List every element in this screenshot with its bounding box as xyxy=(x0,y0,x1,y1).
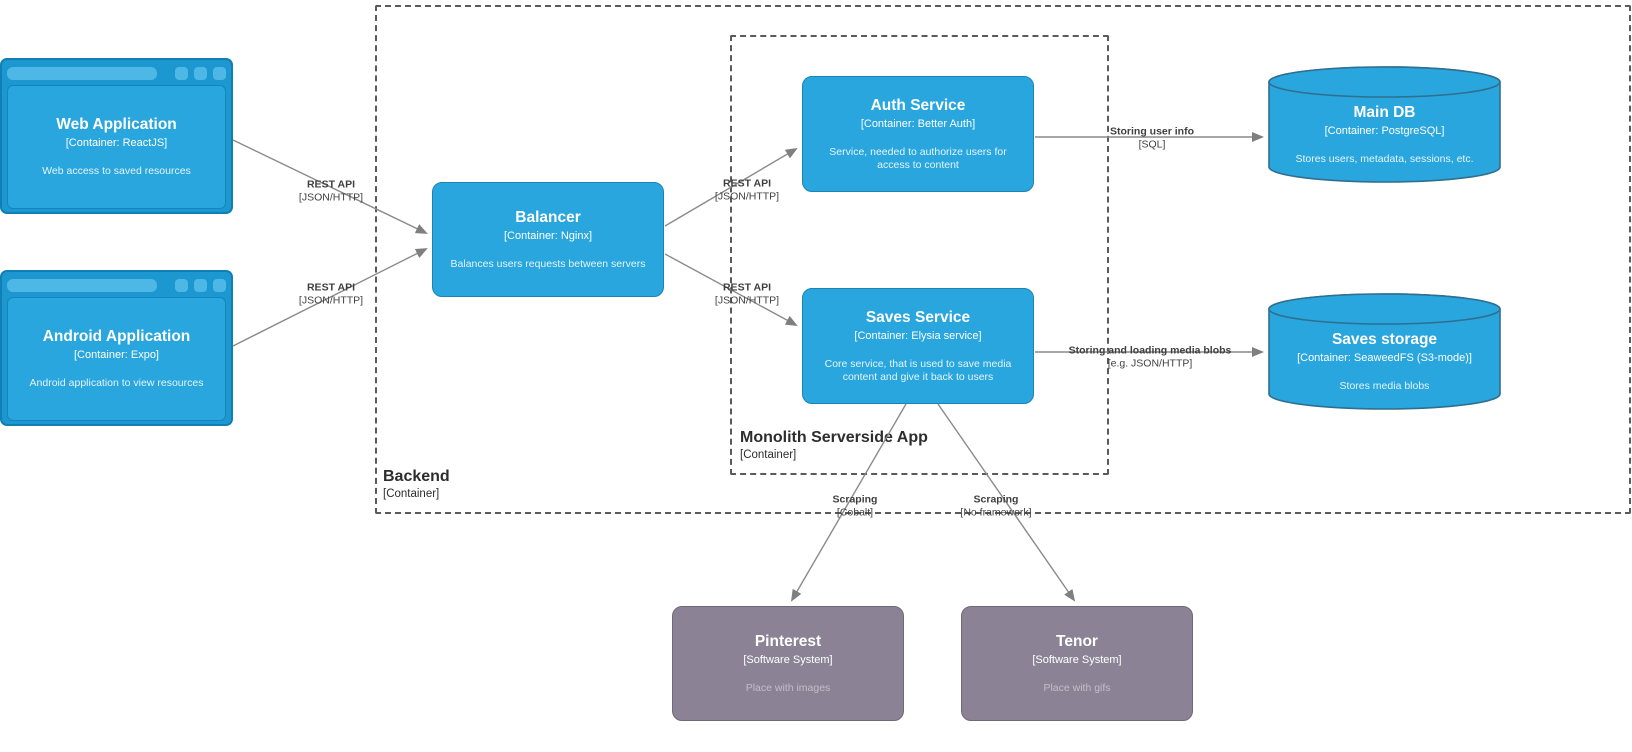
edge-tech: [JSON/HTTP] xyxy=(298,294,364,306)
edge-name: Scraping xyxy=(832,493,878,506)
edge-name: Storing and loading media blobs xyxy=(1068,344,1232,357)
browser-button-icon xyxy=(175,278,188,292)
node-tenor[interactable]: Tenor [Software System] Place with gifs xyxy=(961,606,1193,721)
group-backend-title: Backend xyxy=(383,468,450,485)
node-pinterest[interactable]: Pinterest [Software System] Place with i… xyxy=(672,606,904,721)
group-monolith-label: Monolith Serverside App [Container] xyxy=(740,429,928,461)
edge-name: Scraping xyxy=(973,493,1019,506)
node-description: Place with gifs xyxy=(1043,681,1111,694)
edge-name: Storing user info xyxy=(1110,125,1194,138)
group-monolith-title: Monolith Serverside App xyxy=(740,429,928,446)
edge-label-saves-to-pinterest: Scraping [Cobalt] xyxy=(833,494,878,519)
node-meta: [Container: ReactJS] xyxy=(65,137,168,149)
edge-label-android-to-balancer: REST API [JSON/HTTP] xyxy=(299,282,363,307)
node-title: Balancer xyxy=(515,208,581,226)
node-meta: [Container: PostgreSQL] xyxy=(1324,125,1445,137)
node-title: Web Application xyxy=(56,116,177,133)
edge-tech: [JSON/HTTP] xyxy=(714,294,780,306)
node-android-application[interactable]: Android Application [Container: Expo] An… xyxy=(0,270,233,426)
edge-label-saves-to-storage: Storing and loading media blobs [e.g. JS… xyxy=(1069,345,1232,370)
edge-name: REST API xyxy=(722,177,772,190)
group-monolith-meta: [Container] xyxy=(740,449,797,461)
node-title: Android Application xyxy=(42,328,191,345)
edge-label-auth-to-maindb: Storing user info [SQL] xyxy=(1110,126,1194,151)
node-description: Stores media blobs xyxy=(1339,380,1430,392)
node-description: Stores users, metadata, sessions, etc. xyxy=(1295,153,1474,165)
edge-tech: [e.g. JSON/HTTP] xyxy=(1107,357,1193,369)
node-description: Android application to view resources xyxy=(29,377,204,389)
node-meta: [Container: Nginx] xyxy=(503,229,593,242)
node-title: Tenor xyxy=(1056,632,1098,650)
node-description: Service, needed to authorize users for a… xyxy=(829,145,1007,171)
node-description: Balances users requests between servers xyxy=(450,257,646,270)
browser-content-panel: Web Application [Container: ReactJS] Web… xyxy=(7,85,226,209)
browser-button-icon xyxy=(213,66,226,80)
edge-label-saves-to-tenor: Scraping [No framework] xyxy=(960,494,1031,519)
node-title: Main DB xyxy=(1353,104,1416,121)
browser-address-bar xyxy=(7,278,157,292)
edge-tech: [SQL] xyxy=(1138,138,1166,150)
node-saves-service[interactable]: Saves Service [Container: Elysia service… xyxy=(802,288,1034,404)
node-title: Pinterest xyxy=(754,632,822,650)
edge-name: REST API xyxy=(722,281,772,294)
node-saves-storage[interactable]: Saves storage [Container: SeaweedFS (S3-… xyxy=(1268,293,1501,411)
edge-label-web-to-balancer: REST API [JSON/HTTP] xyxy=(299,179,363,204)
node-meta: [Container: Expo] xyxy=(74,349,159,361)
edge-name: REST API xyxy=(306,178,356,191)
node-main-db[interactable]: Main DB [Container: PostgreSQL] Stores u… xyxy=(1268,66,1501,184)
node-meta: [Container: Better Auth] xyxy=(860,117,976,130)
browser-chrome-bar xyxy=(7,276,226,294)
edge-name: REST API xyxy=(306,281,356,294)
node-title: Auth Service xyxy=(870,96,966,114)
node-web-application[interactable]: Web Application [Container: ReactJS] Web… xyxy=(0,58,233,214)
node-title: Saves storage xyxy=(1331,331,1438,348)
node-description: Web access to saved resources xyxy=(42,165,191,177)
browser-content-panel: Android Application [Container: Expo] An… xyxy=(7,297,226,421)
cylinder-shape xyxy=(1268,293,1501,410)
edge-tech: [No framework] xyxy=(960,506,1032,518)
node-meta: [Container: SeaweedFS (S3-mode)] xyxy=(1297,352,1472,364)
node-auth-service[interactable]: Auth Service [Container: Better Auth] Se… xyxy=(802,76,1034,192)
browser-button-icon xyxy=(194,278,207,292)
edge-tech: [Cobalt] xyxy=(836,506,874,518)
browser-button-icon xyxy=(175,66,188,80)
node-meta: [Software System] xyxy=(1032,653,1122,666)
node-description: Place with images xyxy=(745,681,831,694)
edge-label-balancer-to-auth: REST API [JSON/HTTP] xyxy=(715,178,779,203)
browser-chrome-bar xyxy=(7,64,226,82)
browser-button-icon xyxy=(194,66,207,80)
node-title: Saves Service xyxy=(865,308,971,326)
browser-button-icon xyxy=(213,278,226,292)
node-meta: [Container: Elysia service] xyxy=(854,329,982,342)
node-balancer[interactable]: Balancer [Container: Nginx] Balances use… xyxy=(432,182,664,297)
node-meta: [Software System] xyxy=(743,653,833,666)
group-backend-label: Backend [Container] xyxy=(383,468,450,500)
cylinder-shape xyxy=(1268,66,1501,183)
group-backend-meta: [Container] xyxy=(383,488,440,500)
browser-address-bar xyxy=(7,66,157,80)
edge-tech: [JSON/HTTP] xyxy=(298,191,364,203)
node-description: Core service, that is used to save media… xyxy=(824,357,1012,383)
edge-label-balancer-to-saves: REST API [JSON/HTTP] xyxy=(715,282,779,307)
edge-tech: [JSON/HTTP] xyxy=(714,190,780,202)
